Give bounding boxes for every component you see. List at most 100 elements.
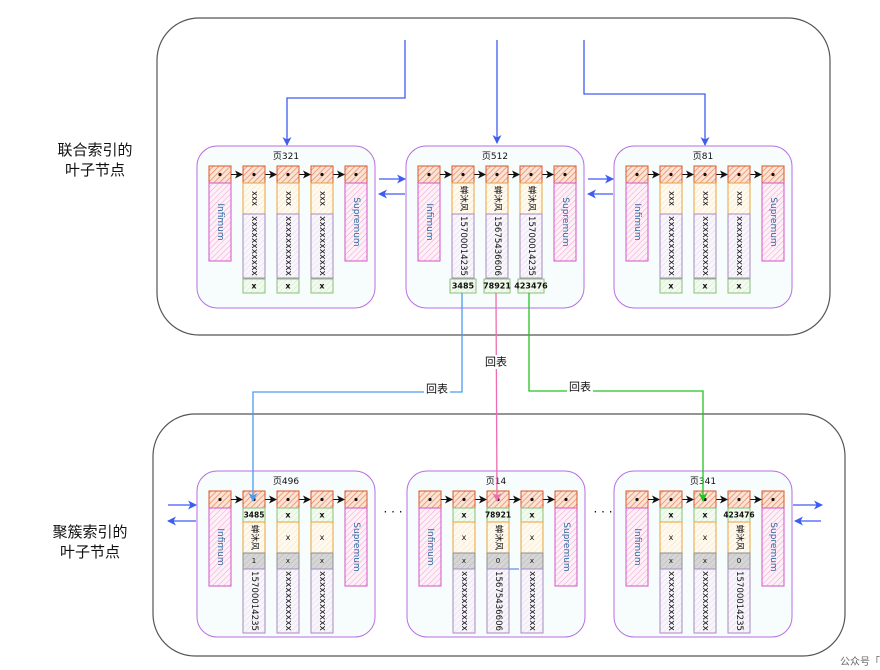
- record-pointer: [519, 165, 543, 184]
- clustered-index-container: [152, 413, 846, 657]
- infimum-record: Infimum: [418, 507, 442, 587]
- phone-value: 15700014235: [526, 216, 536, 276]
- infimum-box: [417, 182, 441, 262]
- phone-value: xxxxxxxxxxx: [527, 571, 537, 631]
- dot-icon: [218, 497, 222, 502]
- name-value: 蝉沐风: [458, 186, 469, 212]
- primary-key-value: x: [461, 511, 467, 520]
- supremum-pointer: [344, 165, 368, 184]
- lookup-link-3485: [248, 293, 463, 502]
- dot-icon: [563, 172, 567, 177]
- primary-key-value: 78921: [485, 511, 511, 520]
- supremum-box: [761, 182, 785, 262]
- record-pointer: [727, 165, 751, 184]
- primary-key-value: x: [285, 511, 291, 520]
- infimum-box: [625, 182, 649, 262]
- supremum-record: Supremum: [761, 182, 785, 262]
- phone-value: xxxxxxxxxxx: [283, 216, 293, 276]
- phone-cell: [659, 213, 683, 279]
- phone-cell: [485, 213, 509, 279]
- flag-value: 0: [737, 557, 741, 565]
- infimum-box: [418, 507, 442, 587]
- record-pointer: [693, 165, 717, 184]
- dot-icon: [635, 172, 639, 177]
- lookup-label-bg: [567, 380, 593, 394]
- record-pointer: [242, 490, 266, 509]
- phone-value: 15675436606: [492, 216, 502, 276]
- name-value: x: [703, 533, 708, 542]
- more-pages-ellipsis: · · ·: [383, 505, 402, 519]
- phone-value: xxxxxxxxxxx: [734, 216, 744, 276]
- dot-icon: [771, 497, 775, 502]
- clustered-index-label-line2: 叶子节点: [59, 543, 120, 561]
- primary-key-value: x: [319, 511, 325, 520]
- lookup-label-bg: [483, 355, 509, 369]
- phone-value: 15700014235: [458, 216, 468, 276]
- dot-icon: [703, 172, 707, 177]
- record-pointer: [485, 165, 509, 184]
- dot-icon: [320, 497, 324, 502]
- name-value: xxx: [317, 191, 327, 206]
- record-pointer: [451, 165, 475, 184]
- phone-cell: [310, 213, 334, 279]
- record-pointer: [486, 490, 510, 509]
- infimum-label: Infimum: [215, 203, 225, 240]
- root-arrow-right: [583, 40, 710, 146]
- phone-value: xxxxxxxxxxx: [459, 571, 469, 631]
- phone-cell: [452, 568, 476, 634]
- record-pointer: [659, 490, 683, 509]
- name-value: 蝉沐风: [249, 525, 260, 551]
- page-title: 页496: [273, 476, 299, 487]
- primary-key-value: 423476: [514, 282, 548, 291]
- primary-key-value: x: [668, 282, 674, 291]
- supremum-record: Supremum: [553, 182, 577, 262]
- dot-icon: [737, 172, 741, 177]
- primary-key-value: 423476: [723, 511, 754, 520]
- dot-icon: [428, 497, 432, 502]
- infimum-box: [625, 507, 649, 587]
- supremum-box: [344, 507, 368, 587]
- dot-icon: [635, 497, 639, 502]
- clustered-index-label-line1: 聚簇索引的: [52, 523, 128, 541]
- supremum-box: [761, 507, 785, 587]
- root-arrow-left: [282, 40, 406, 146]
- supremum-record: Supremum: [554, 507, 578, 587]
- primary-key-value: x: [702, 282, 708, 291]
- dot-icon: [427, 172, 431, 177]
- secondary-index-container: [156, 17, 831, 336]
- dot-icon: [354, 497, 358, 502]
- primary-key-cell: [242, 278, 266, 294]
- supremum-pointer: [554, 490, 578, 509]
- page-title: 页512: [482, 151, 508, 162]
- supremum-box: [554, 507, 578, 587]
- dot-icon: [530, 497, 534, 502]
- phone-value: xxxxxxxxxxx: [317, 216, 327, 276]
- primary-key-cell: [727, 278, 751, 294]
- secondary-index-label-line1: 联合索引的: [57, 141, 133, 159]
- dot-icon: [218, 172, 222, 177]
- name-value: x: [462, 533, 467, 542]
- primary-key-cell: [483, 278, 511, 294]
- infimum-box: [208, 507, 232, 587]
- flag-value: x: [286, 557, 290, 565]
- supremum-box: [553, 182, 577, 262]
- infimum-record: Infimum: [417, 182, 441, 262]
- lookup-label-bg: [424, 382, 450, 396]
- phone-cell: [520, 568, 544, 634]
- supremum-label: Supremum: [768, 197, 778, 246]
- secondary-index-label: 联合索引的 叶子节点: [40, 140, 150, 180]
- watermark: 公众号「: [840, 657, 880, 668]
- record-pointer: [276, 165, 300, 184]
- phone-value: 15700014235: [249, 571, 259, 631]
